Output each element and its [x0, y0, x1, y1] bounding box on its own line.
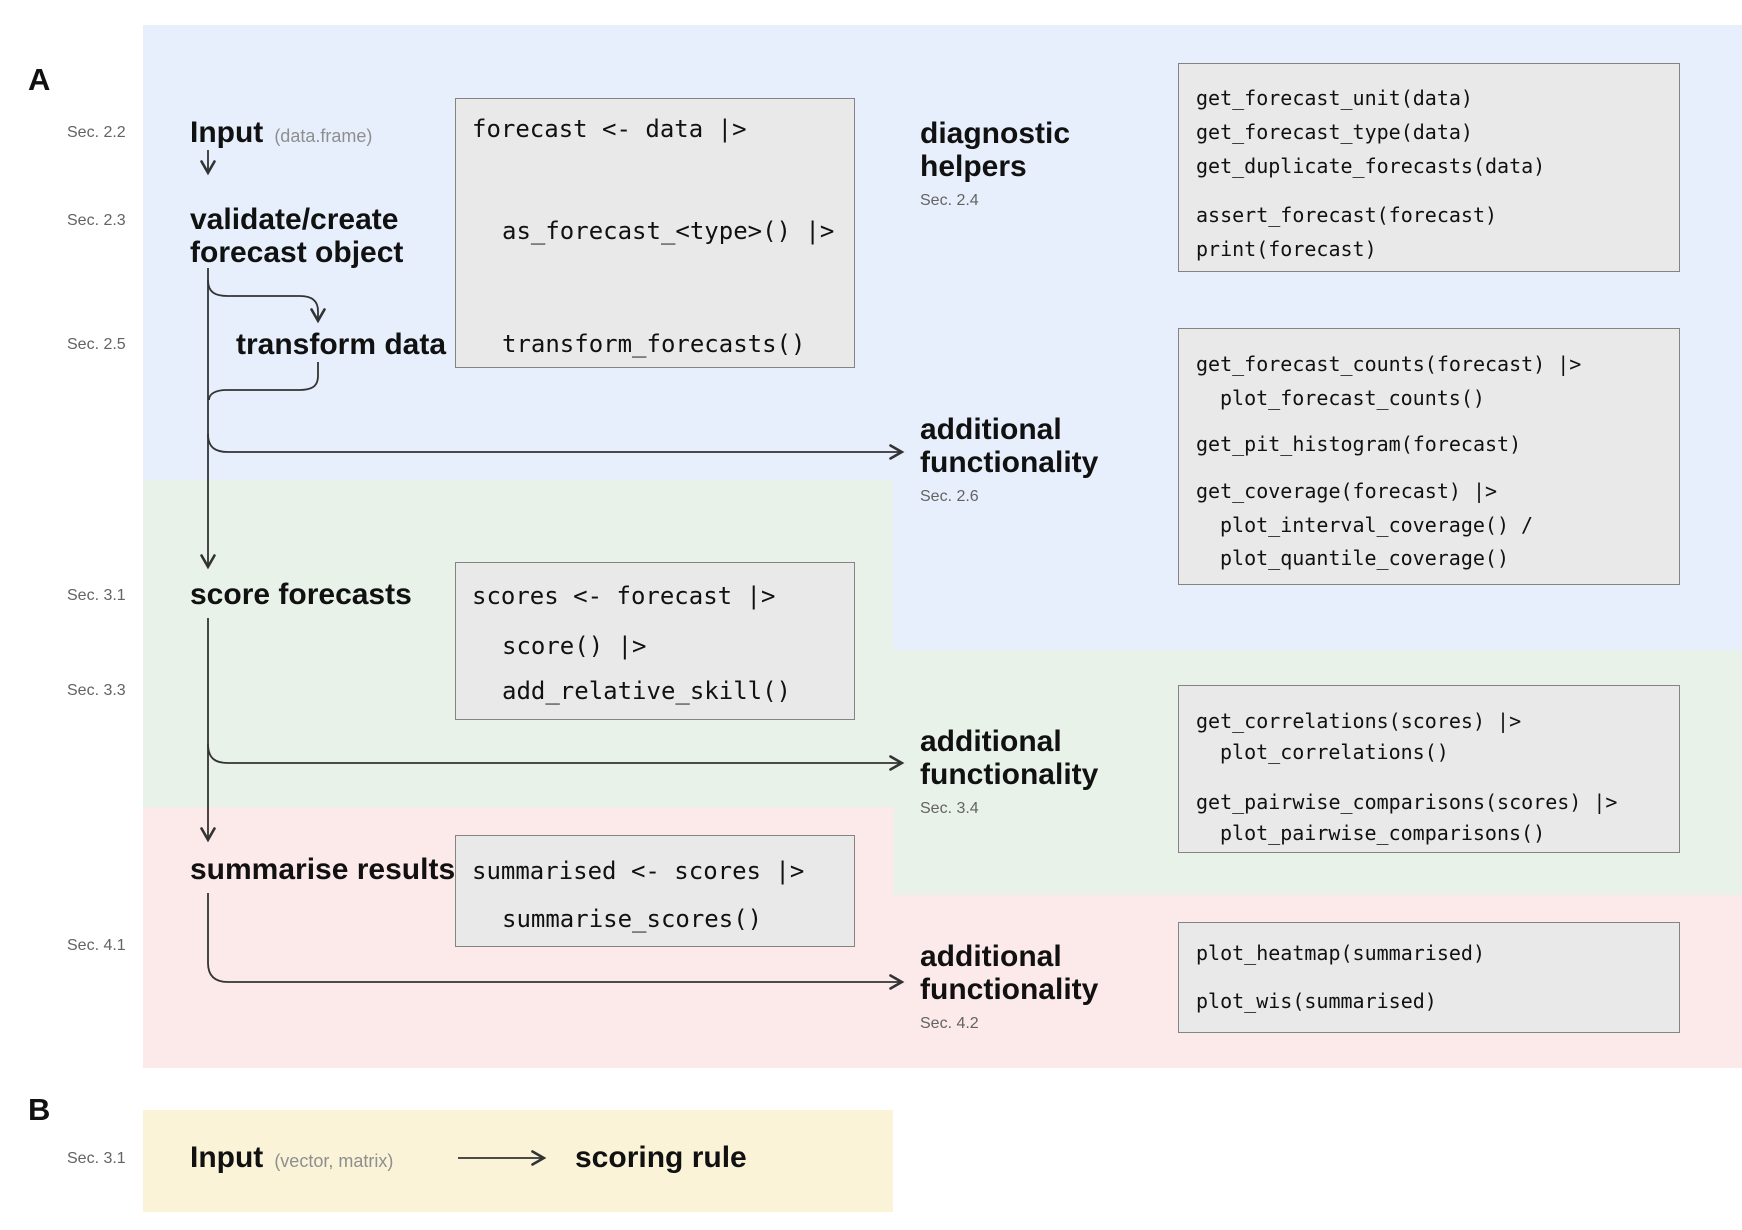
flow-step-validate: validate/create forecast object: [190, 203, 403, 269]
section-label-2-2: Sec. 2.2: [67, 124, 126, 141]
heading-af1-line2: functionality: [920, 446, 1099, 479]
flow-step-input-type: (data.frame): [274, 126, 373, 146]
heading-additional-functionality-1: additional functionality Sec. 2.6: [920, 413, 1180, 506]
code-line: get_forecast_type(data): [1196, 120, 1473, 144]
heading-af1-sec: Sec. 2.6: [920, 488, 979, 505]
section-label-2-3: Sec. 2.3: [67, 212, 126, 229]
panel-a-label: A: [28, 62, 51, 97]
section-label-4-1: Sec. 4.1: [67, 937, 126, 954]
code-line: plot_interval_coverage() /: [1220, 513, 1534, 537]
heading-af3-line2: functionality: [920, 973, 1099, 1006]
codebox-additional-green: get_correlations(scores) |> plot_correla…: [1178, 685, 1680, 853]
heading-additional-functionality-2: additional functionality Sec. 3.4: [920, 725, 1180, 818]
heading-af1-line1: additional: [920, 413, 1062, 446]
codebox-scores-pipeline: scores <- forecast |> score() |> add_rel…: [455, 562, 855, 720]
code-line: get_duplicate_forecasts(data): [1196, 154, 1546, 178]
panel-b-scoring-rule: scoring rule: [575, 1141, 747, 1174]
heading-af2-line1: additional: [920, 725, 1062, 758]
panel-b-input: Input (vector, matrix): [190, 1141, 393, 1178]
code-line: plot_correlations(): [1220, 740, 1449, 764]
heading-diagnostic-helpers: diagnostic helpers Sec. 2.4: [920, 117, 1180, 210]
code-line: get_pit_histogram(forecast): [1196, 432, 1522, 456]
flow-step-transform: transform data: [236, 328, 447, 361]
section-label-3-3: Sec. 3.3: [67, 682, 126, 699]
heading-af2-line2: functionality: [920, 758, 1099, 791]
heading-diagnostic-sec: Sec. 2.4: [920, 192, 979, 209]
codebox-diagnostic-helpers: get_forecast_unit(data) get_forecast_typ…: [1178, 63, 1680, 272]
panel-b-label: B: [28, 1092, 51, 1127]
code-line: get_forecast_unit(data): [1196, 86, 1473, 110]
section-label-3-1: Sec. 3.1: [67, 587, 126, 604]
codebox-additional-pink: plot_heatmap(summarised) plot_wis(summar…: [1178, 922, 1680, 1033]
heading-diagnostic-line2: helpers: [920, 150, 1027, 183]
code-line: plot_quantile_coverage(): [1220, 546, 1509, 570]
flow-step-input-label: Input: [190, 116, 264, 149]
code-line: summarised <- scores |>: [472, 857, 805, 885]
flow-step-input: Input (data.frame): [190, 116, 372, 153]
code-line: summarise_scores(): [502, 905, 763, 933]
flow-step-validate-line1: validate/create: [190, 203, 399, 236]
code-line: get_pairwise_comparisons(scores) |>: [1196, 790, 1618, 814]
code-line: plot_forecast_counts(): [1220, 386, 1485, 410]
code-line: add_relative_skill(): [502, 677, 791, 705]
code-line: get_forecast_counts(forecast) |>: [1196, 352, 1582, 376]
heading-diagnostic-line1: diagnostic: [920, 117, 1071, 150]
code-line: transform_forecasts(): [502, 330, 806, 358]
band-yellow-panel-b: [143, 1110, 893, 1212]
flow-step-validate-line2: forecast object: [190, 236, 404, 269]
section-label-b-3-1: Sec. 3.1: [67, 1150, 126, 1167]
code-line: get_correlations(scores) |>: [1196, 709, 1522, 733]
code-line: as_forecast_<type>() |>: [502, 217, 835, 245]
flow-step-score: score forecasts: [190, 578, 412, 611]
code-line: score() |>: [502, 632, 647, 660]
panel-b-input-label: Input: [190, 1141, 264, 1174]
code-line: print(forecast): [1196, 237, 1377, 261]
code-line: plot_heatmap(summarised): [1196, 941, 1485, 965]
heading-additional-functionality-3: additional functionality Sec. 4.2: [920, 940, 1180, 1033]
codebox-summarised-pipeline: summarised <- scores |> summarise_scores…: [455, 835, 855, 947]
section-label-2-5: Sec. 2.5: [67, 336, 126, 353]
heading-af2-sec: Sec. 3.4: [920, 800, 979, 817]
code-line: scores <- forecast |>: [472, 582, 776, 610]
heading-af3-sec: Sec. 4.2: [920, 1015, 979, 1032]
code-line: forecast <- data |>: [472, 115, 747, 143]
codebox-forecast-pipeline: forecast <- data |> as_forecast_<type>()…: [455, 98, 855, 368]
heading-af3-line1: additional: [920, 940, 1062, 973]
panel-b-input-type: (vector, matrix): [274, 1151, 394, 1171]
flow-step-summarise: summarise results: [190, 853, 456, 886]
code-line: plot_pairwise_comparisons(): [1220, 821, 1546, 845]
code-line: get_coverage(forecast) |>: [1196, 479, 1498, 503]
codebox-additional-blue: get_forecast_counts(forecast) |> plot_fo…: [1178, 328, 1680, 585]
code-line: assert_forecast(forecast): [1196, 203, 1498, 227]
code-line: plot_wis(summarised): [1196, 989, 1437, 1013]
